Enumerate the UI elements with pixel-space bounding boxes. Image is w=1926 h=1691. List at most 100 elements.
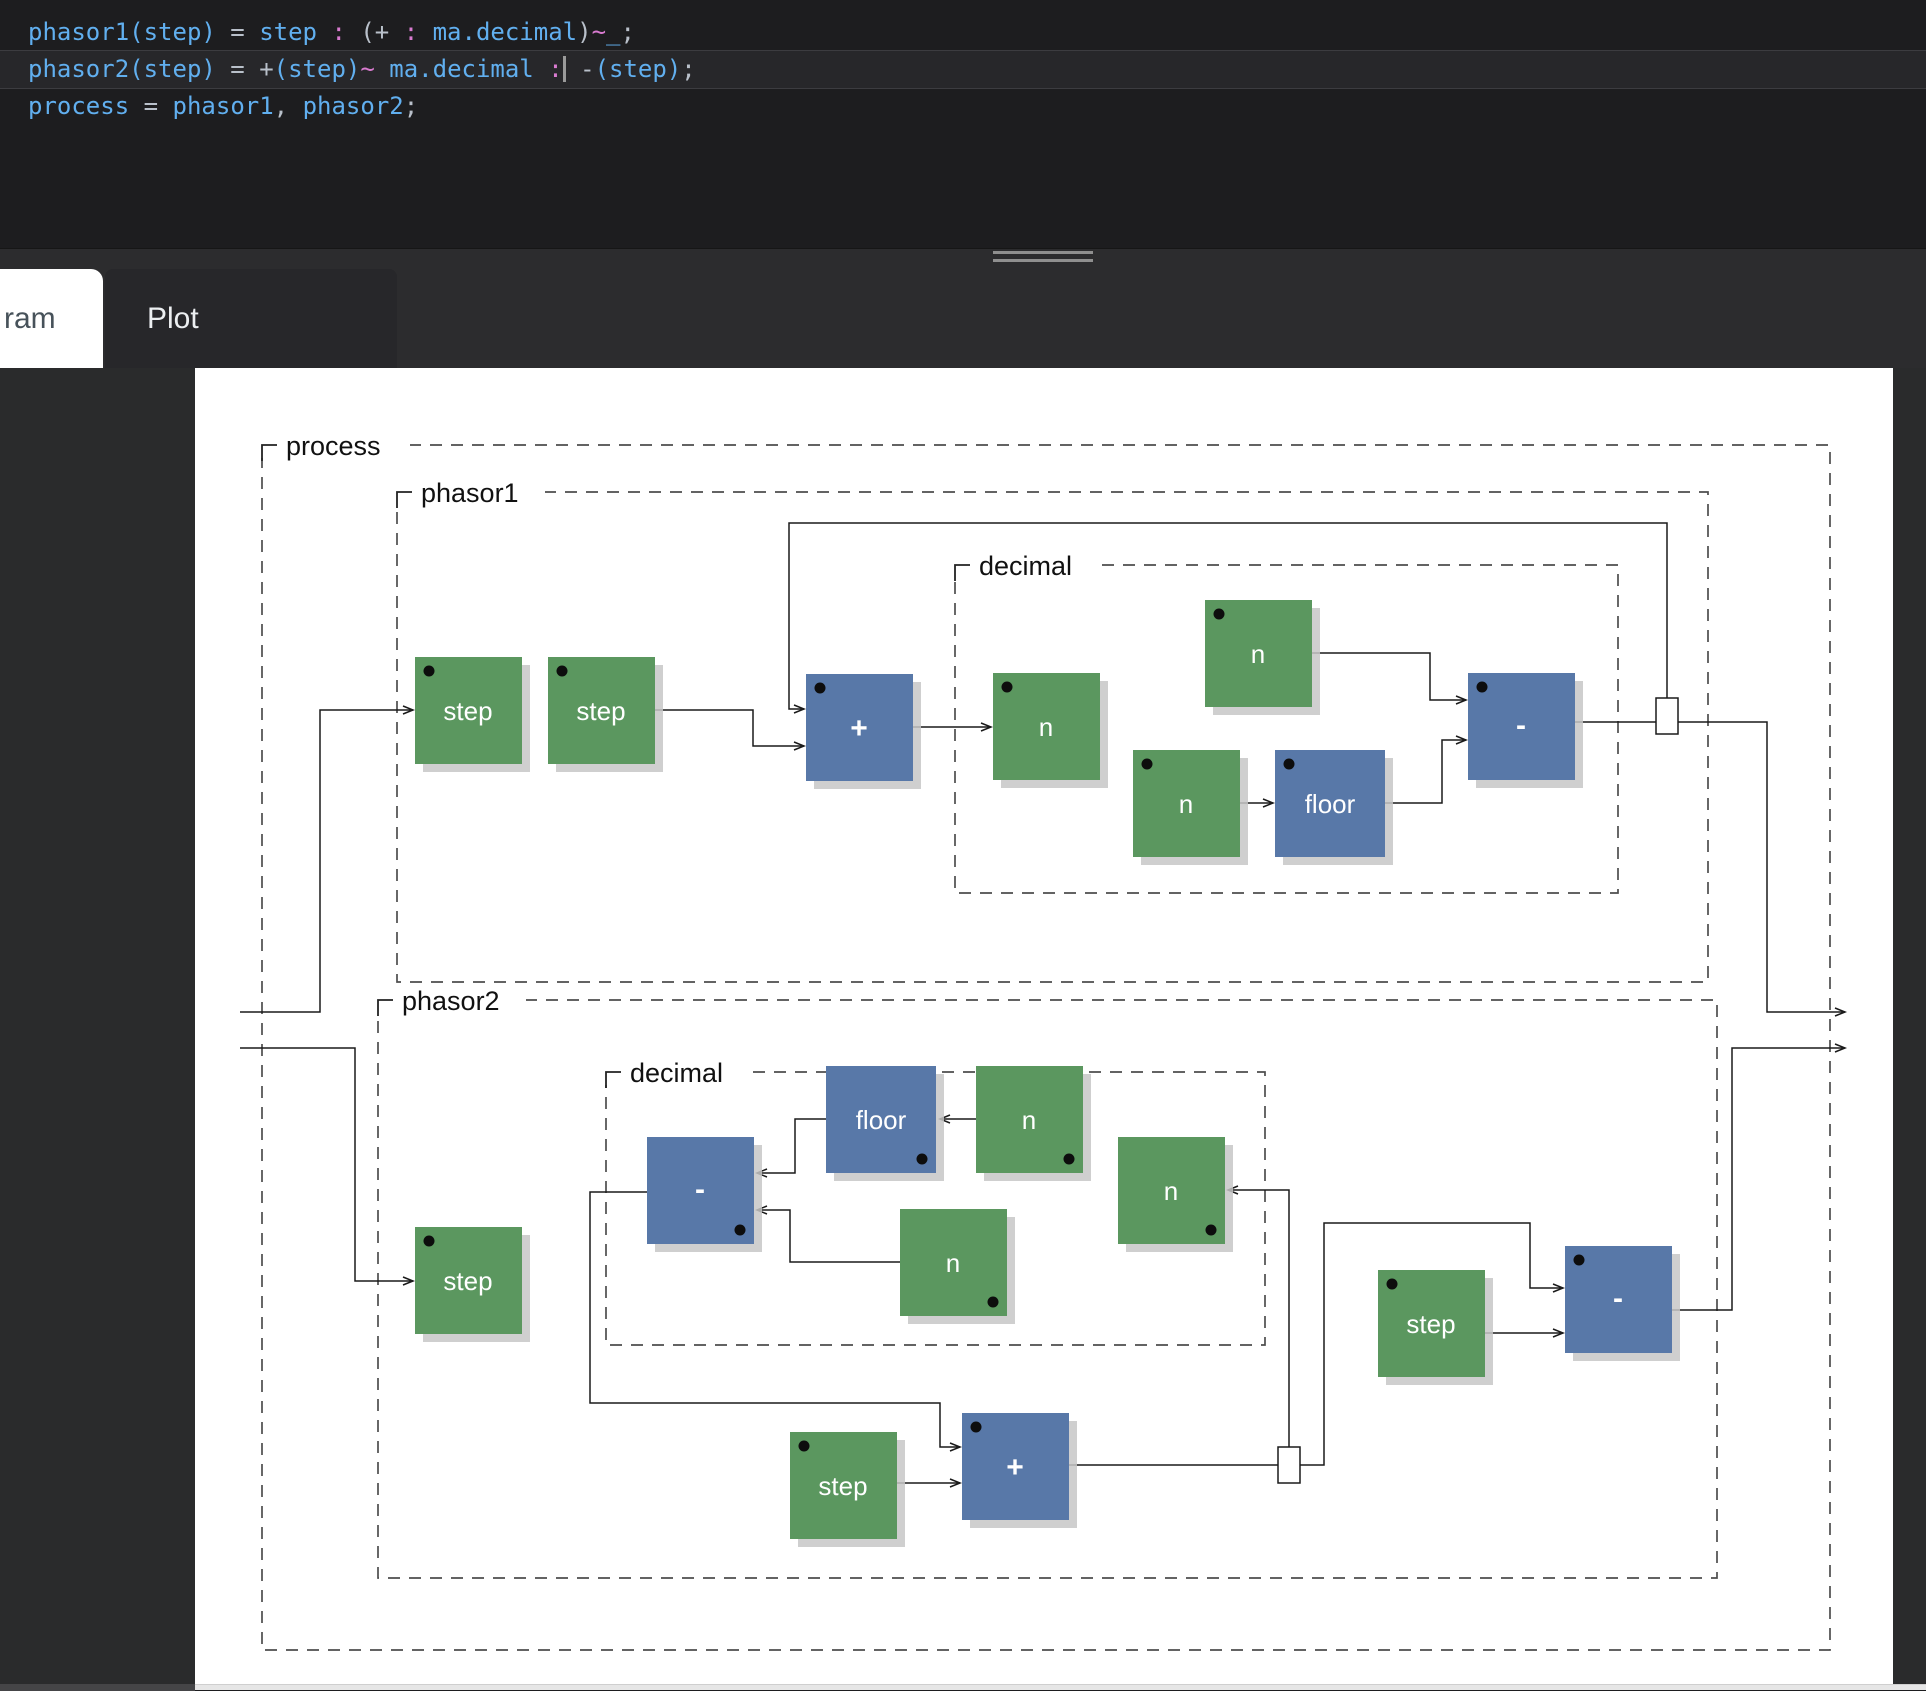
block-step[interactable]: step — [548, 657, 663, 772]
block-n[interactable]: n — [976, 1066, 1091, 1181]
svg-text:n: n — [1039, 712, 1053, 742]
svg-text:n: n — [1164, 1176, 1178, 1206]
code-token: = — [215, 18, 260, 46]
group-label-phasor2: phasor2 — [402, 986, 500, 1016]
code-token: step — [259, 18, 317, 46]
group-decimal-2[interactable] — [605, 1071, 1266, 1346]
svg-text:-: - — [1516, 709, 1526, 742]
tab-diagram-label: ram — [4, 302, 56, 335]
block-n[interactable]: n — [900, 1209, 1015, 1324]
svg-text:+: + — [1006, 1451, 1024, 1484]
splitter-handle[interactable] — [993, 251, 1093, 263]
recursion-port-square — [1277, 1446, 1301, 1484]
port-dot — [734, 1224, 746, 1236]
wire — [655, 709, 807, 751]
code-token: process — [28, 92, 130, 120]
block-sub[interactable]: - — [1468, 673, 1583, 788]
port-dot — [423, 665, 435, 677]
label-mask — [374, 987, 526, 1013]
port-dot — [1386, 1278, 1398, 1290]
corner-bracket — [954, 564, 970, 581]
block-step[interactable]: step — [790, 1432, 905, 1547]
block-floor[interactable]: floor — [826, 1066, 944, 1181]
wire — [754, 1118, 826, 1178]
port-dot — [1141, 758, 1153, 770]
code-token: (step) — [594, 55, 682, 83]
port-dot — [1063, 1153, 1075, 1165]
splitter-grip-line — [993, 251, 1093, 254]
svg-text:n: n — [1022, 1105, 1036, 1135]
splitter-grip-line — [993, 259, 1093, 262]
diagram-right-margin — [1893, 368, 1926, 1684]
code-token — [418, 18, 432, 46]
code-token — [534, 55, 548, 83]
svg-text:n: n — [1251, 639, 1265, 669]
group-label-decimal-2: decimal — [630, 1058, 723, 1088]
block-n[interactable]: n — [1118, 1137, 1233, 1252]
svg-text:n: n — [1179, 789, 1193, 819]
port-dot — [1283, 758, 1295, 770]
block-step[interactable]: step — [415, 1227, 530, 1342]
block-n[interactable]: n — [1133, 750, 1248, 865]
group-phasor1[interactable] — [396, 491, 1709, 983]
port-dot — [987, 1296, 999, 1308]
code-token: (+ — [345, 18, 404, 46]
corner-bracket — [605, 1071, 621, 1088]
block-n[interactable]: n — [993, 673, 1108, 788]
code-token: , — [273, 92, 303, 120]
group-label-process: process — [286, 431, 381, 461]
wire — [1312, 652, 1469, 705]
recursion-port-square — [1655, 697, 1679, 735]
horizontal-scrollbar[interactable] — [0, 1684, 1926, 1691]
block-n[interactable]: n — [1205, 600, 1320, 715]
code-token: ) — [577, 18, 592, 46]
code-token: = — [215, 55, 260, 83]
block-step[interactable]: step — [415, 657, 530, 772]
port-dot — [1001, 681, 1013, 693]
group-phasor2[interactable] — [377, 999, 1718, 1579]
code-token: + — [259, 55, 274, 83]
tab-diagram[interactable]: ram — [0, 269, 103, 369]
block-add[interactable]: + — [806, 674, 921, 789]
code-token — [375, 55, 389, 83]
label-mask — [258, 432, 410, 458]
code-token: : — [403, 18, 419, 46]
port-dot — [556, 665, 568, 677]
code-editor[interactable]: phasor1(step) = step : (+ : ma.decimal)~… — [0, 0, 1926, 248]
code-token: (step) — [273, 55, 361, 83]
block-floor[interactable]: floor — [1275, 750, 1393, 865]
wire — [1672, 1043, 1848, 1311]
code-line-active: phasor2(step) = +(step)~ ma.decimal : -(… — [0, 51, 1926, 88]
label-mask — [393, 479, 545, 505]
tab-bar: ram Plot — [0, 248, 1926, 369]
port-dot — [1213, 608, 1225, 620]
wire — [1225, 1185, 1290, 1447]
code-token — [317, 18, 331, 46]
tab-plot[interactable]: Plot — [105, 269, 397, 369]
code-token: ma.decimal — [389, 55, 534, 83]
corner-bracket — [396, 491, 412, 508]
svg-text:step: step — [818, 1471, 867, 1501]
code-token: phasor1 — [172, 92, 274, 120]
group-decimal-1[interactable] — [954, 564, 1619, 894]
code-token: ; — [681, 55, 696, 83]
code-token: phasor2(step) — [28, 55, 216, 83]
code-token: ~ — [591, 18, 607, 46]
code-token: _ — [606, 18, 621, 46]
block-diagram: process phasor1 decimal phasor2 decimal — [240, 431, 1848, 1651]
block-sub[interactable]: - — [647, 1137, 762, 1252]
block-add[interactable]: + — [962, 1413, 1077, 1528]
code-line: process = phasor1, phasor2; — [0, 88, 1926, 125]
block-sub[interactable]: - — [1565, 1246, 1680, 1361]
block-step[interactable]: step — [1378, 1270, 1493, 1385]
svg-text:step: step — [1406, 1309, 1455, 1339]
diagram-canvas[interactable]: process phasor1 decimal phasor2 decimal — [195, 368, 1893, 1684]
scrollbar-left-segment — [0, 1684, 195, 1691]
wire — [240, 1047, 416, 1286]
port-dot — [1573, 1254, 1585, 1266]
port-dot — [423, 1235, 435, 1247]
wire — [1385, 735, 1469, 804]
wire — [589, 1191, 963, 1452]
wire — [1575, 721, 1848, 1017]
svg-text:step: step — [576, 696, 625, 726]
